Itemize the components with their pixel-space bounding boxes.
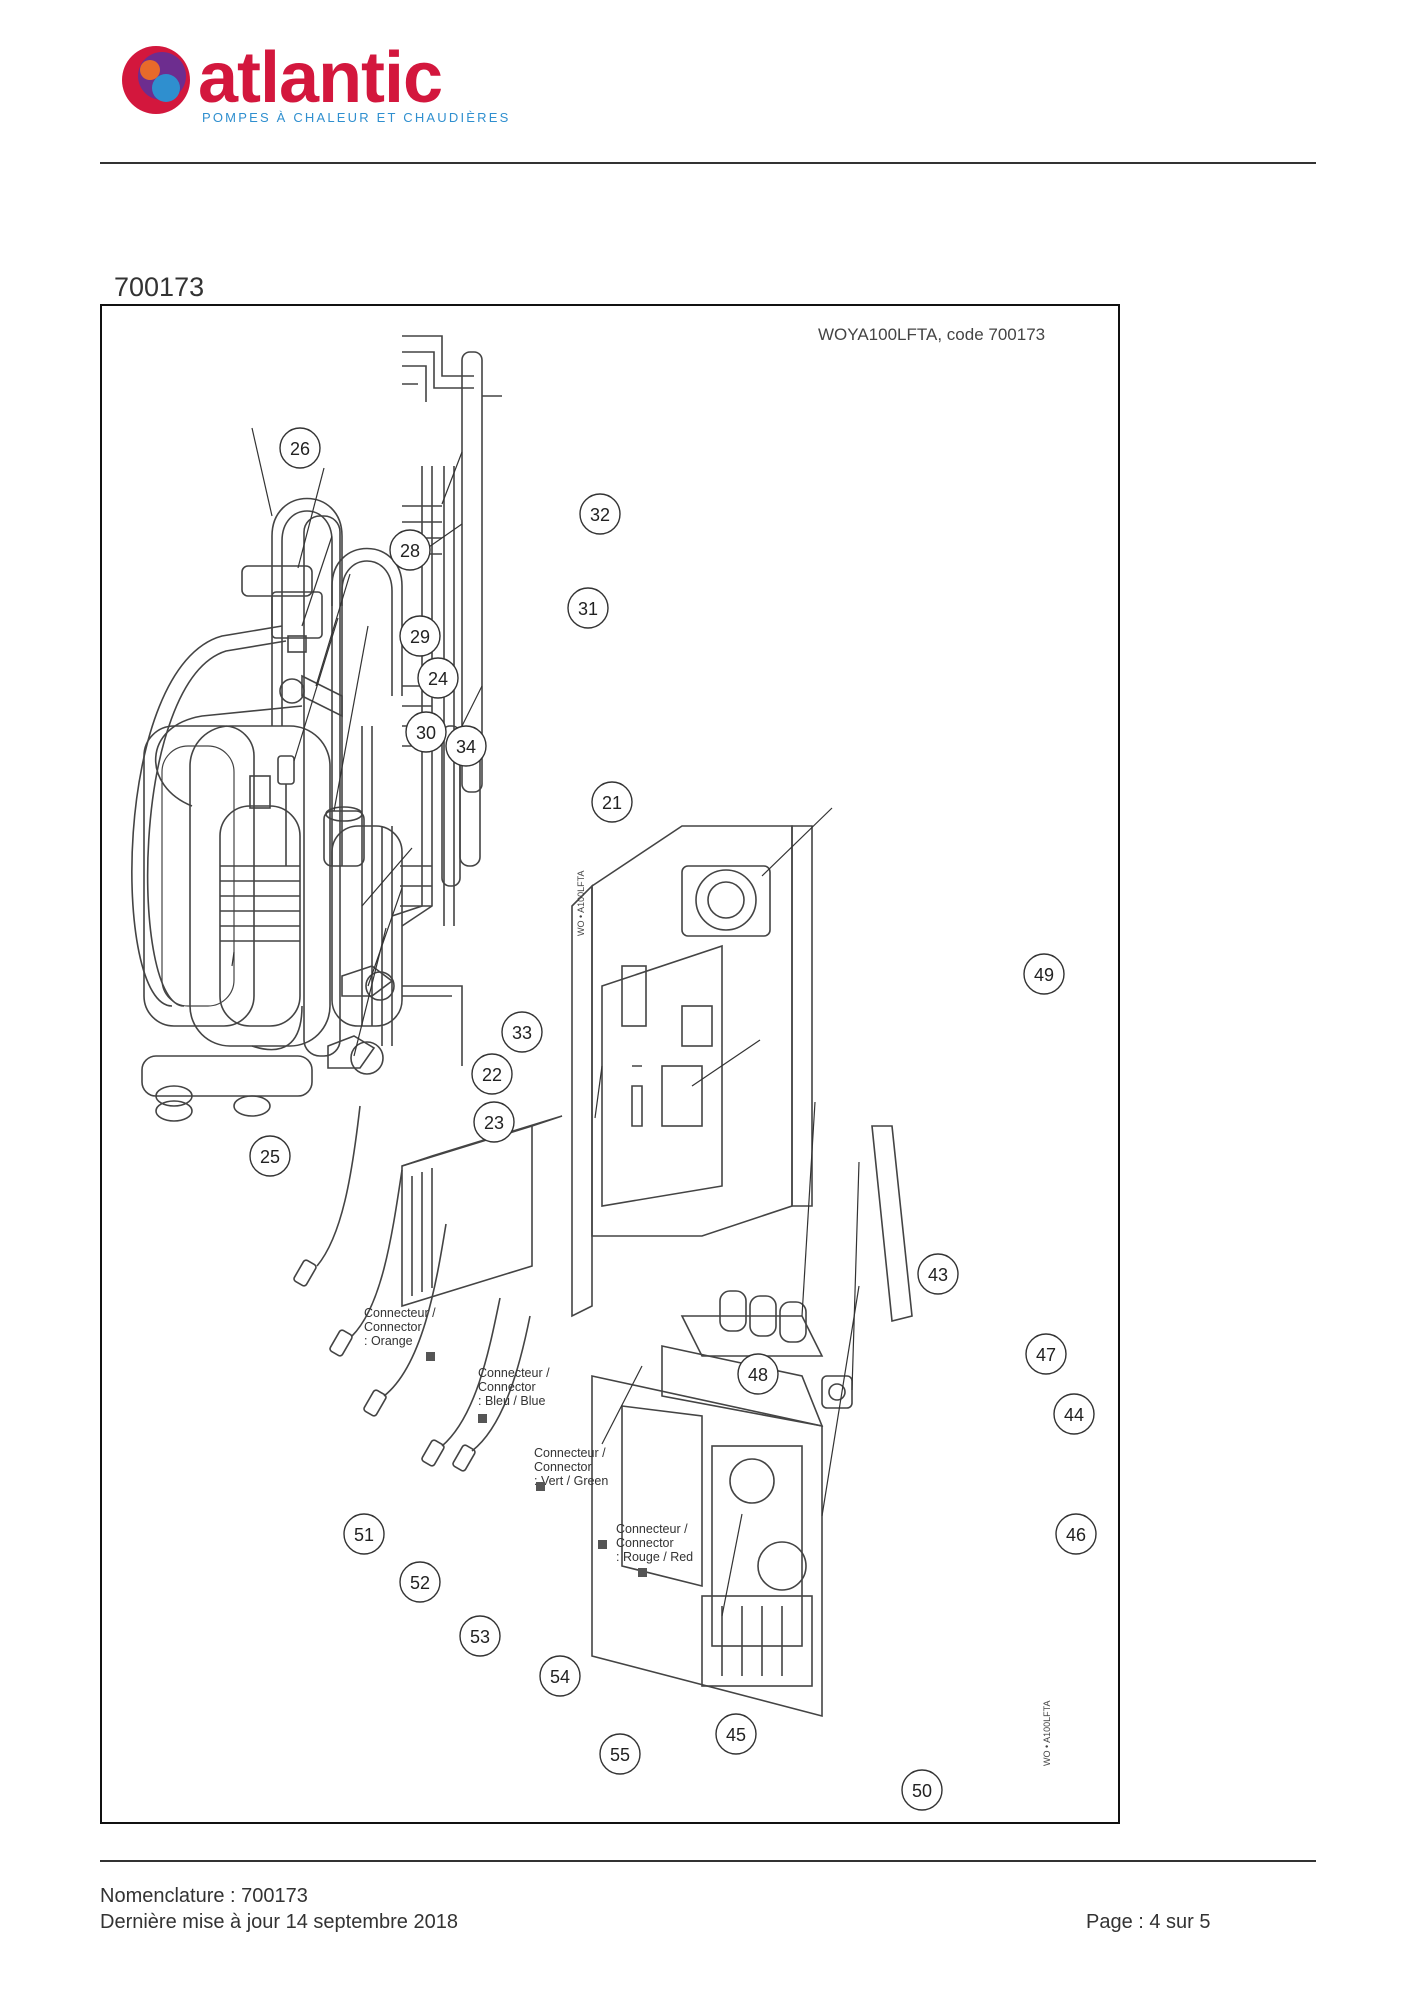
model-stamp: WO • A100LFTA — [576, 870, 586, 936]
callout-24: 24 — [417, 657, 459, 699]
connector-green-l3: : Vert / Green — [534, 1474, 608, 1488]
part-number-53: 53 — [470, 1627, 490, 1647]
callout-32: 32 — [579, 493, 621, 535]
callout-26: 26 — [279, 427, 321, 469]
connector-orange-l3: : Orange — [364, 1334, 413, 1348]
callout-46: 46 — [1055, 1513, 1097, 1555]
callout-34: 34 — [445, 725, 487, 767]
document-code: 700173 — [114, 272, 205, 302]
callout-49: 49 — [1023, 953, 1065, 995]
callout-53: 53 — [459, 1615, 501, 1657]
part-number-43: 43 — [928, 1265, 948, 1285]
brand-name: atlantic — [198, 38, 443, 118]
brand-tagline: POMPES À CHALEUR ET CHAUDIÈRES — [202, 110, 511, 125]
part-callouts: 26 28 29 24 30 34 32 31 21 33 22 23 25 4… — [249, 427, 1097, 1811]
exploded-parts-diagram: 26 28 29 24 30 34 32 31 21 33 22 23 25 4… — [131, 335, 1097, 1811]
part-number-55: 55 — [610, 1745, 630, 1765]
callout-48: 48 — [737, 1353, 779, 1395]
part-number-48: 48 — [748, 1365, 768, 1385]
header-divider — [100, 162, 1316, 164]
connector-blue-l3: : Bleu / Blue — [478, 1394, 545, 1408]
callout-47: 47 — [1025, 1333, 1067, 1375]
callout-30: 30 — [405, 711, 447, 753]
part-number-31: 31 — [578, 599, 598, 619]
model-stamp-2: WO • A100LFTA — [1042, 1700, 1052, 1766]
callout-43: 43 — [917, 1253, 959, 1295]
connector-label-green: Connecteur / Connector : Vert / Green — [534, 1446, 608, 1491]
connector-red-l1: Connecteur / — [616, 1522, 688, 1536]
electrical-box — [401, 825, 913, 1718]
callout-55: 55 — [599, 1733, 641, 1775]
part-number-29: 29 — [410, 627, 430, 647]
part-number-46: 46 — [1066, 1525, 1086, 1545]
model-label: WOYA100LFTA, code 700173 — [818, 325, 1046, 344]
callout-31: 31 — [567, 587, 609, 629]
callout-21: 21 — [591, 781, 633, 823]
part-number-25: 25 — [260, 1147, 280, 1167]
connector-labels: Connecteur / Connector : Orange Connecte… — [364, 1306, 693, 1577]
footer-nomenclature: Nomenclature : 700173 — [100, 1885, 308, 1907]
part-number-50: 50 — [912, 1781, 932, 1801]
callout-29: 29 — [399, 615, 441, 657]
part-number-54: 54 — [550, 1667, 570, 1687]
part-number-47: 47 — [1036, 1345, 1056, 1365]
connector-green-l2: Connector — [534, 1460, 592, 1474]
compressor-assembly — [131, 497, 403, 1122]
part-number-30: 30 — [416, 723, 436, 743]
callout-22: 22 — [471, 1053, 513, 1095]
footer-divider — [100, 1860, 1316, 1862]
callout-33: 33 — [501, 1011, 543, 1053]
part-number-33: 33 — [512, 1023, 532, 1043]
connector-orange-l1: Connecteur / — [364, 1306, 436, 1320]
callout-50: 50 — [901, 1769, 943, 1811]
connector-blue-l1: Connecteur / — [478, 1366, 550, 1380]
part-number-49: 49 — [1034, 965, 1054, 985]
callout-52: 52 — [399, 1561, 441, 1603]
part-number-21: 21 — [602, 793, 622, 813]
connector-blue-l2: Connector — [478, 1380, 536, 1394]
callout-44: 44 — [1053, 1393, 1095, 1435]
part-number-28: 28 — [400, 541, 420, 561]
part-number-23: 23 — [484, 1113, 504, 1133]
atlantic-logo-icon — [122, 46, 190, 114]
footer-page-number: Page : 4 sur 5 — [1086, 1911, 1211, 1933]
callout-45: 45 — [715, 1713, 757, 1755]
part-number-52: 52 — [410, 1573, 430, 1593]
brand-logo: atlantic POMPES À CHALEUR ET CHAUDIÈRES — [110, 38, 508, 128]
part-number-24: 24 — [428, 669, 448, 689]
connector-label-red: Connecteur / Connector : Rouge / Red — [598, 1522, 693, 1577]
part-number-51: 51 — [354, 1525, 374, 1545]
part-number-44: 44 — [1064, 1405, 1084, 1425]
callout-54: 54 — [539, 1655, 581, 1697]
piping-assembly — [391, 335, 502, 1066]
callout-28: 28 — [389, 529, 431, 571]
part-number-34: 34 — [456, 737, 476, 757]
part-number-45: 45 — [726, 1725, 746, 1745]
connector-green-l1: Connecteur / — [534, 1446, 606, 1460]
part-number-22: 22 — [482, 1065, 502, 1085]
callout-23: 23 — [473, 1101, 515, 1143]
connector-label-blue: Connecteur / Connector : Bleu / Blue — [478, 1366, 550, 1423]
sensor-cables — [293, 1105, 531, 1472]
callout-25: 25 — [249, 1135, 291, 1177]
footer-last-update: Dernière mise à jour 14 septembre 2018 — [100, 1911, 458, 1933]
callout-51: 51 — [343, 1513, 385, 1555]
connector-red-l3: : Rouge / Red — [616, 1550, 693, 1564]
connector-orange-l2: Connector — [364, 1320, 422, 1334]
part-number-32: 32 — [590, 505, 610, 525]
connector-red-l2: Connector — [616, 1536, 674, 1550]
parts-diagram-frame: WOYA100LFTA, code 700173 — [100, 304, 1120, 1824]
connector-label-orange: Connecteur / Connector : Orange — [364, 1306, 436, 1361]
part-number-26: 26 — [290, 439, 310, 459]
